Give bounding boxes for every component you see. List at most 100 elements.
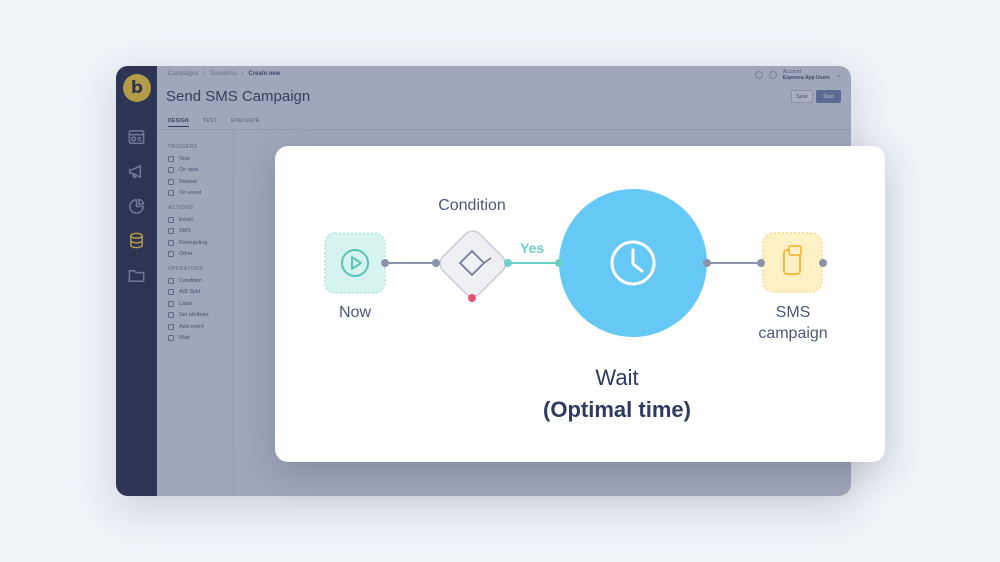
breadcrumb: Campaigns / Scenarios / Create new — [168, 71, 280, 77]
palette-item-label: Condition — [179, 277, 203, 284]
palette-divider — [233, 130, 234, 496]
palette-item-set-attribute[interactable]: Set attribute — [168, 310, 238, 322]
help-icon[interactable] — [754, 71, 763, 79]
save-button[interactable]: Save — [791, 90, 813, 103]
palette-item-label: SMS — [179, 228, 191, 235]
palette-item-label: On date — [179, 167, 199, 174]
calendar-icon — [168, 167, 174, 174]
palette-item-now[interactable]: Now — [168, 153, 238, 165]
flow-card: Now Condition Yes Wait (Optimal time) SM… — [275, 146, 885, 462]
flow-canvas — [324, 189, 827, 337]
palette-item-wait[interactable]: Wait — [168, 333, 238, 345]
event-icon — [168, 190, 174, 197]
palette-item-label: Email — [179, 216, 193, 223]
palette-item-label: On event — [179, 190, 202, 197]
yes-label: Yes — [520, 240, 545, 256]
condition-label: Condition — [438, 197, 506, 214]
wait-label: Wait — [595, 365, 639, 390]
retargeting-icon — [168, 239, 174, 246]
sms-label-line1: SMS — [775, 304, 811, 321]
more-icon — [168, 251, 174, 258]
folder-icon[interactable] — [127, 266, 146, 285]
palette-item-add-event[interactable]: Add event — [168, 321, 238, 333]
account-area: Account Exponea App Users ⌄ — [754, 69, 841, 81]
palette-item-label: Retargeting — [179, 239, 208, 246]
palette-item-on-date[interactable]: On date — [168, 165, 238, 177]
now-node[interactable] — [324, 232, 386, 294]
play-icon — [351, 256, 362, 270]
palette-item-retargeting[interactable]: Retargeting — [168, 237, 238, 249]
breadcrumb-current: Create new — [248, 71, 281, 77]
tab-evaluate[interactable]: EVALUATE — [230, 118, 260, 124]
palette-item-label: Add event — [179, 323, 204, 330]
palette-item-label: Wait — [179, 335, 190, 342]
clock-icon — [168, 335, 174, 342]
wait-node[interactable] — [559, 189, 707, 337]
now-output-port[interactable] — [381, 259, 389, 267]
attribute-icon — [168, 312, 174, 319]
condition-icon — [168, 277, 174, 284]
account-switcher[interactable]: Account Exponea App Users — [783, 69, 830, 81]
wait-sublabel: (Optimal time) — [543, 397, 691, 422]
palette-item-condition[interactable]: Condition — [168, 275, 238, 287]
tab-divider — [157, 129, 851, 130]
sms-node[interactable] — [762, 232, 823, 293]
palette-item-email[interactable]: Email — [168, 214, 238, 226]
start-button[interactable]: Start — [816, 90, 841, 103]
dashboard-icon[interactable] — [127, 128, 146, 147]
palette-item-label-node[interactable]: Label — [168, 298, 238, 310]
split-icon — [168, 289, 174, 296]
megaphone-icon[interactable] — [127, 162, 146, 181]
breadcrumb-separator: / — [203, 71, 206, 77]
sms-input-port[interactable] — [757, 259, 765, 267]
palette-item-other[interactable]: Other — [168, 249, 238, 261]
now-label: Now — [338, 304, 371, 321]
section-title-triggers: TRIGGERS — [168, 144, 198, 150]
add-event-icon — [168, 323, 174, 330]
palette-item-label: A/B Split — [179, 289, 201, 296]
condition-node[interactable] — [436, 227, 510, 301]
breadcrumb-separator: / — [241, 71, 244, 77]
node-palette: TRIGGERS Now On date Repeat On event ACT… — [168, 138, 238, 344]
message-icon — [788, 245, 802, 256]
section-title-actions: ACTIONS — [168, 205, 194, 211]
palette-item-on-event[interactable]: On event — [168, 188, 238, 200]
condition-input-port[interactable] — [432, 259, 440, 267]
wait-output-port[interactable] — [703, 259, 711, 267]
account-label: Account — [782, 69, 801, 75]
tab-test[interactable]: TEST — [202, 118, 217, 124]
sms-label-line2: campaign — [758, 325, 828, 342]
palette-item-label: Label — [179, 300, 193, 307]
palette-item-label: Set attribute — [179, 312, 209, 319]
page-title: Send SMS Campaign — [166, 88, 311, 105]
database-icon[interactable] — [127, 231, 146, 250]
condition-icon — [458, 249, 486, 277]
repeat-icon — [168, 178, 174, 185]
play-icon — [168, 155, 174, 162]
section-title-operators: OPERATORS — [168, 266, 203, 272]
email-icon — [168, 216, 174, 223]
clock-icon — [610, 240, 656, 286]
sms-output-port[interactable] — [819, 259, 827, 267]
account-name: Exponea App Users — [782, 75, 830, 81]
palette-item-label: Repeat — [179, 178, 197, 185]
chevron-down-icon[interactable]: ⌄ — [835, 72, 841, 79]
condition-yes-port[interactable] — [504, 259, 512, 267]
palette-item-label: Now — [179, 155, 191, 162]
tab-bar: DESIGN TEST EVALUATE — [168, 118, 260, 127]
breadcrumb-scenarios[interactable]: Scenarios — [210, 71, 237, 77]
palette-item-sms[interactable]: SMS — [168, 226, 238, 238]
tab-design[interactable]: DESIGN — [168, 118, 189, 127]
brand-logo[interactable]: b — [123, 74, 151, 102]
tag-icon — [168, 300, 174, 307]
notifications-icon[interactable] — [768, 71, 777, 79]
breadcrumb-campaigns[interactable]: Campaigns — [168, 71, 199, 77]
nav-rail: b — [116, 66, 157, 496]
pie-chart-icon[interactable] — [127, 197, 146, 216]
sms-icon — [168, 228, 174, 235]
wait-input-port[interactable] — [555, 259, 563, 267]
palette-item-label: Other — [179, 251, 193, 258]
palette-item-repeat[interactable]: Repeat — [168, 176, 238, 188]
condition-no-port[interactable] — [468, 294, 476, 302]
palette-item-ab-split[interactable]: A/B Split — [168, 287, 238, 299]
